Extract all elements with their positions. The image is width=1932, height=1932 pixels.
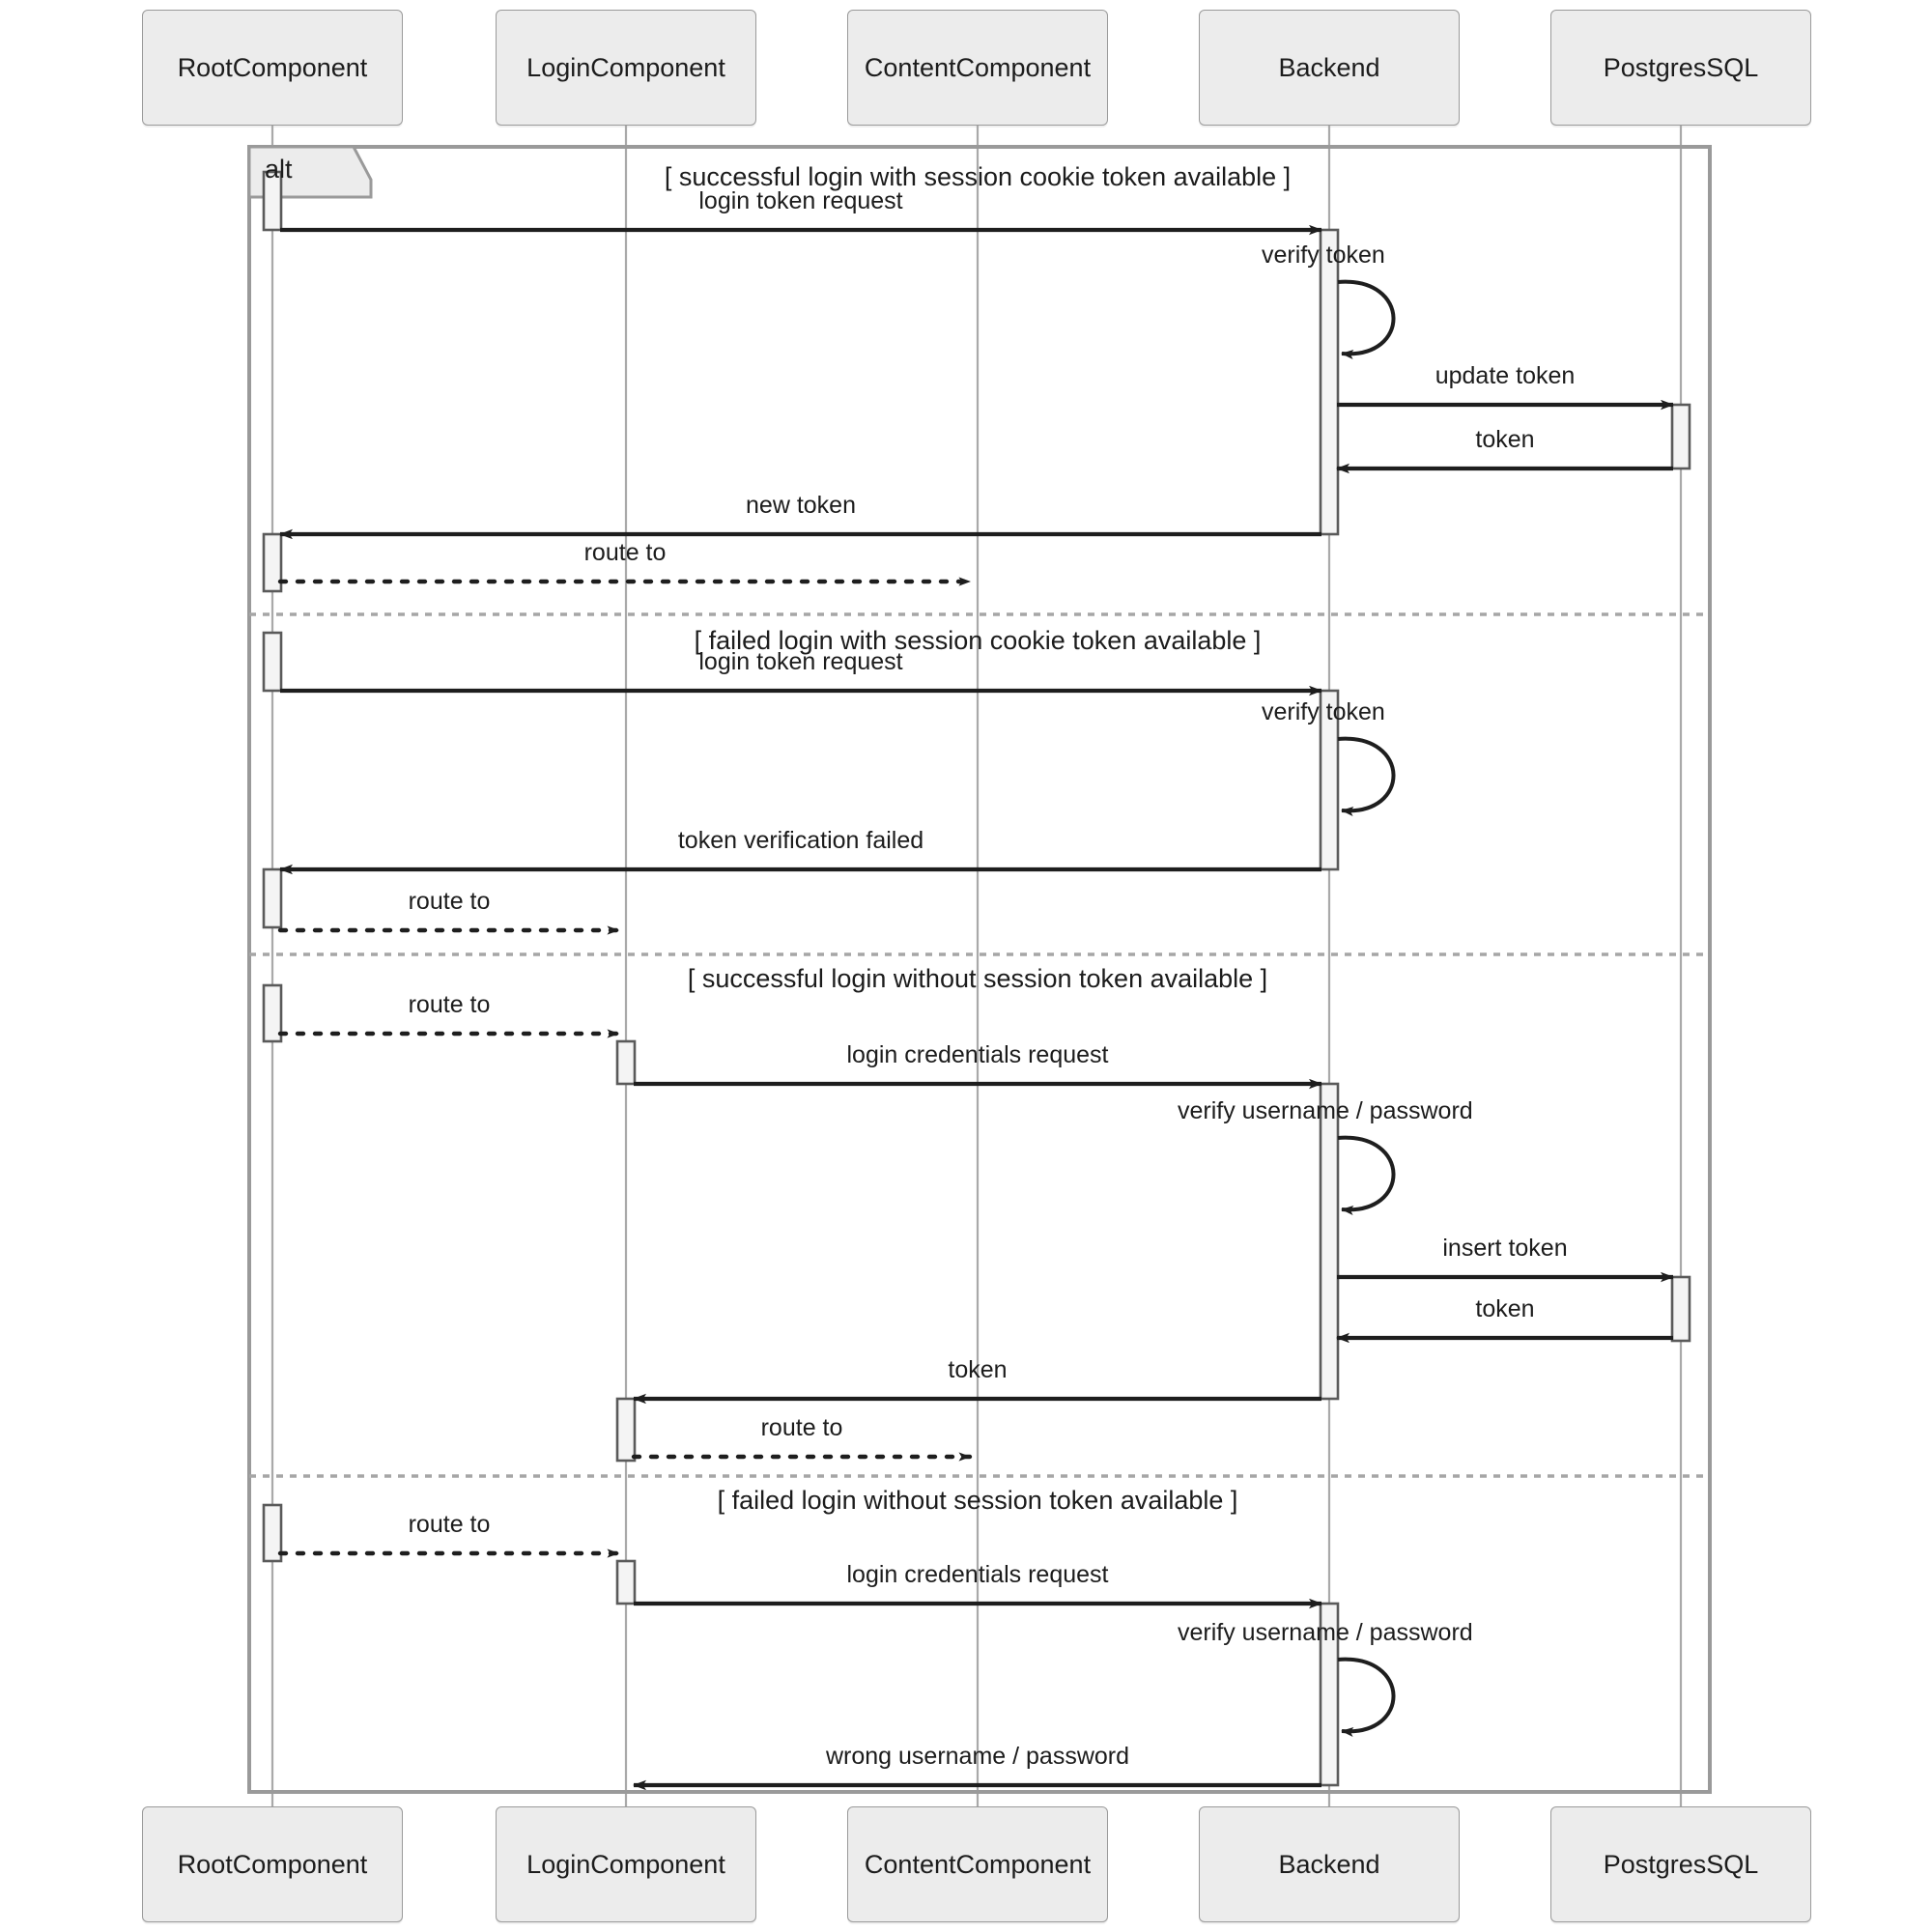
participant-label: RootComponent bbox=[177, 1849, 368, 1879]
fragment-guard-2: [ failed login with session cookie token… bbox=[694, 626, 1262, 655]
participant-box-login[interactable]: LoginComponent bbox=[496, 10, 756, 126]
participant-box-content[interactable]: ContentComponent bbox=[847, 10, 1108, 126]
alt-fragment-operator: alt bbox=[265, 155, 293, 184]
participant-box-login[interactable]: LoginComponent bbox=[496, 1806, 756, 1922]
participant-label: LoginComponent bbox=[526, 52, 725, 82]
participant-box-root[interactable]: RootComponent bbox=[142, 10, 403, 126]
participant-box-db[interactable]: PostgresSQL bbox=[1550, 10, 1811, 126]
participant-label: RootComponent bbox=[177, 52, 368, 82]
participant-label: LoginComponent bbox=[526, 1849, 725, 1879]
participant-label: Backend bbox=[1278, 52, 1380, 82]
participant-box-db[interactable]: PostgresSQL bbox=[1550, 1806, 1811, 1922]
participant-box-root[interactable]: RootComponent bbox=[142, 1806, 403, 1922]
fragment-guard-1: [ successful login with session cookie t… bbox=[664, 162, 1292, 191]
fragment-guard-3: [ successful login without session token… bbox=[687, 964, 1268, 993]
participant-label: ContentComponent bbox=[864, 52, 1092, 82]
participant-box-backend[interactable]: Backend bbox=[1199, 1806, 1460, 1922]
participant-box-content[interactable]: ContentComponent bbox=[847, 1806, 1108, 1922]
participant-label: ContentComponent bbox=[864, 1849, 1092, 1879]
participant-label: PostgresSQL bbox=[1603, 1849, 1759, 1879]
participant-label: Backend bbox=[1278, 1849, 1380, 1879]
participant-label: PostgresSQL bbox=[1603, 52, 1759, 82]
fragment-guard-4: [ failed login without session token ava… bbox=[717, 1486, 1238, 1515]
participant-box-backend[interactable]: Backend bbox=[1199, 10, 1460, 126]
